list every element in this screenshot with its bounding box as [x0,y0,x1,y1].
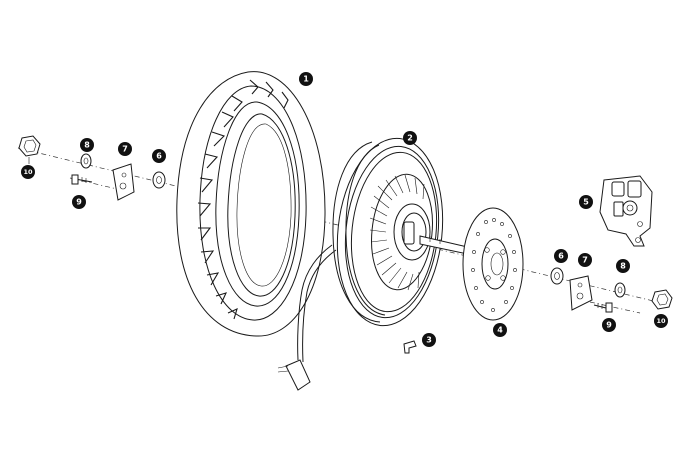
svg-text:3: 3 [426,336,432,345]
callout-brake-disc: 4 [493,323,507,337]
svg-text:10: 10 [23,168,33,176]
svg-text:8: 8 [84,141,90,150]
callout-brake-caliper: 5 [579,195,593,209]
svg-text:9: 9 [76,198,82,207]
svg-text:7: 7 [582,256,588,265]
washer-left [152,171,166,189]
svg-text:1: 1 [303,75,309,84]
callout-washer-right: 6 [554,249,568,263]
callout-plate-left: 7 [118,142,132,156]
svg-text:7: 7 [122,145,128,154]
callout-tire: 1 [299,72,313,86]
callout-washer-left: 6 [152,149,166,163]
bolt-left [71,174,93,185]
spacer-left [80,153,92,169]
callout-spacer-left: 8 [80,138,94,152]
hub-motor-wheel [332,137,516,327]
axle-plate-right [569,275,593,311]
svg-text:5: 5 [583,198,589,207]
callout-nut-left: 10 [21,165,35,179]
callout-bolt-right: 9 [602,318,616,332]
callout-hub-motor: 2 [403,131,417,145]
spacer-right [614,282,626,298]
axle-nut-right [651,289,673,310]
brake-disc [462,207,524,321]
callout-nut-right: 10 [654,314,668,328]
svg-text:6: 6 [156,152,162,161]
svg-text:8: 8 [620,262,626,271]
svg-text:6: 6 [558,252,564,261]
hub-fins [369,174,425,291]
svg-text:9: 9 [606,321,612,330]
callout-bolt-left: 9 [72,195,86,209]
tire [176,71,326,337]
svg-text:10: 10 [656,317,666,325]
bolt-right [593,302,613,313]
brake-disc-holes [471,218,517,312]
svg-text:4: 4 [497,326,503,335]
motor-cable [277,244,337,391]
washer-right [550,267,564,285]
valve-stem [403,340,417,354]
axle-nut-left [18,135,41,157]
callout-plate-right: 7 [578,253,592,267]
callout-spacer-right: 8 [616,259,630,273]
axle-plate-left [112,163,135,201]
brake-caliper [599,175,653,247]
svg-text:2: 2 [407,134,413,143]
callout-valve: 3 [422,333,436,347]
